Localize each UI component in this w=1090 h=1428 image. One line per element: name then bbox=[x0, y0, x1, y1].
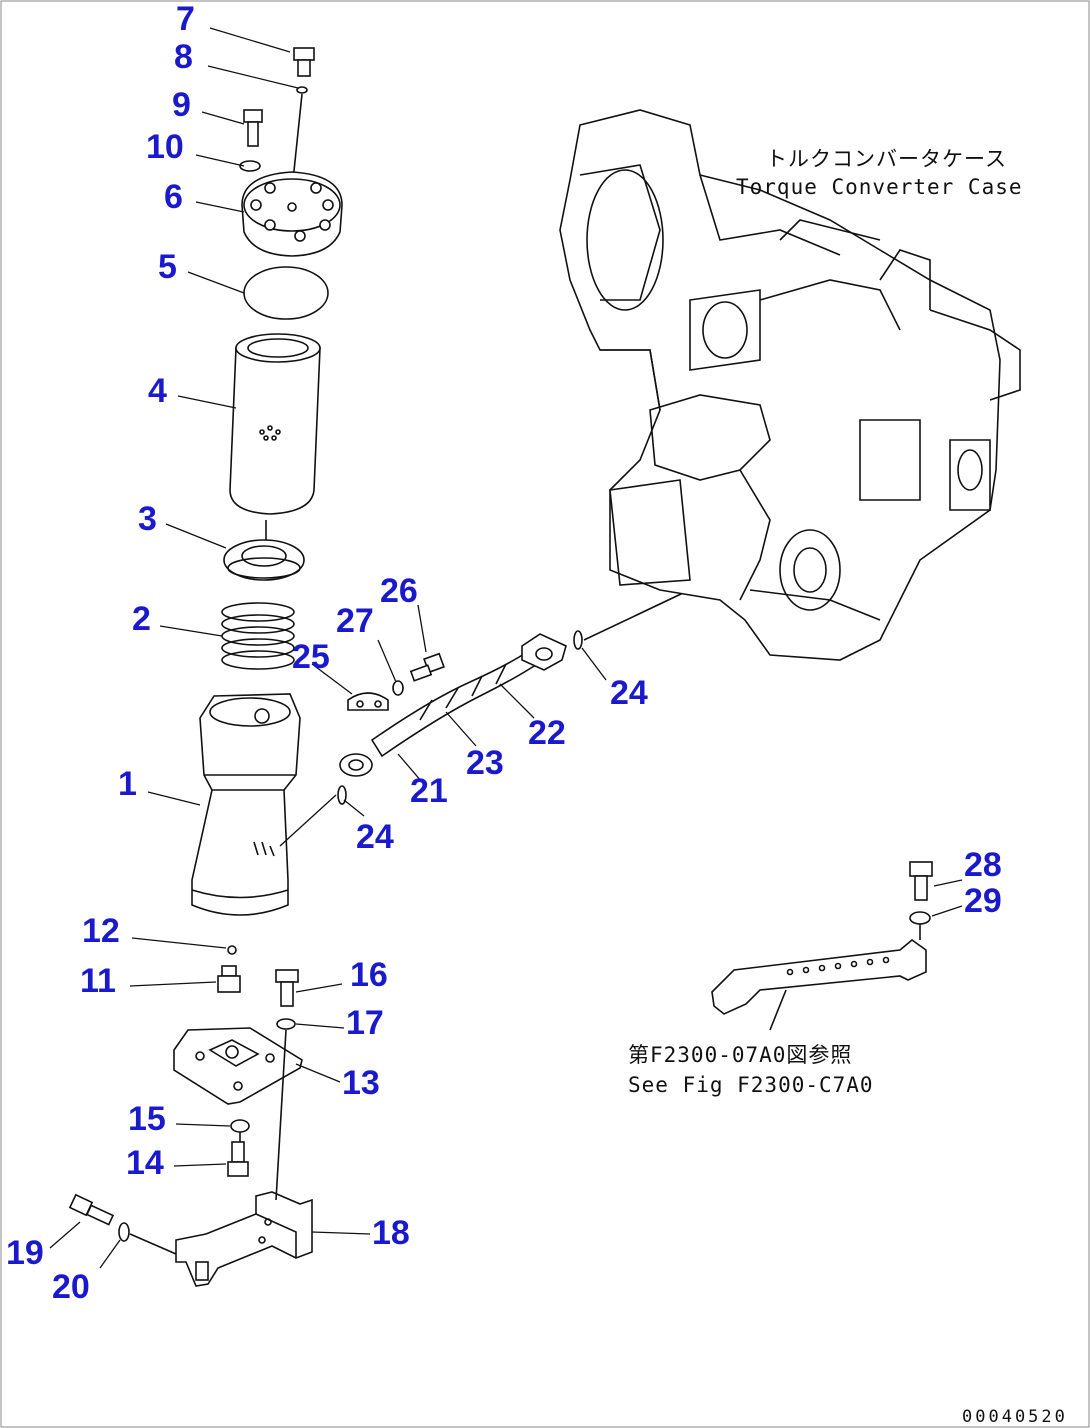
ring-part-12 bbox=[227, 945, 237, 955]
callout-10: 10 bbox=[146, 128, 184, 166]
callout-24-upper: 24 bbox=[610, 674, 648, 712]
hose-fitting-part-22-flange bbox=[521, 633, 567, 671]
callout-24-lower: 24 bbox=[356, 818, 394, 856]
see-fig-label-jp: 第F2300-07A0図参照 bbox=[628, 1043, 852, 1067]
callout-21: 21 bbox=[410, 772, 448, 810]
washer-part-10 bbox=[239, 160, 261, 172]
torque-converter-case bbox=[559, 109, 1021, 661]
callout-16: 16 bbox=[350, 956, 388, 994]
o-ring-part-24b bbox=[573, 630, 583, 650]
callout-15: 15 bbox=[128, 1100, 166, 1138]
callout-26: 26 bbox=[380, 572, 418, 610]
callout-2: 2 bbox=[132, 600, 151, 638]
bolt-part-28 bbox=[909, 861, 933, 901]
filter-case-part-1 bbox=[191, 693, 301, 916]
leader-lines bbox=[49, 27, 963, 1269]
callout-labels: 7 8 9 10 6 5 4 3 2 1 26 27 25 22 23 21 2… bbox=[6, 0, 1002, 1306]
callout-9: 9 bbox=[172, 86, 191, 124]
bolt-part-26 bbox=[409, 652, 445, 682]
ring-part-8 bbox=[296, 86, 308, 94]
bolt-part-16 bbox=[275, 969, 299, 1007]
washer-part-20 bbox=[118, 1222, 130, 1242]
callout-29: 29 bbox=[964, 882, 1002, 920]
plate-part-13 bbox=[173, 1027, 303, 1105]
bolt-part-19 bbox=[68, 1193, 115, 1226]
bolt-part-7 bbox=[293, 47, 315, 77]
spring-part-2 bbox=[221, 602, 295, 670]
callout-27: 27 bbox=[336, 602, 374, 640]
see-fig-label-en: See Fig F2300-C7A0 bbox=[628, 1073, 874, 1097]
valve-part-3 bbox=[223, 520, 305, 581]
callout-5: 5 bbox=[158, 248, 177, 286]
callout-13: 13 bbox=[342, 1064, 380, 1102]
callout-8: 8 bbox=[174, 38, 193, 76]
torque-case-label-en: Torque Converter Case bbox=[736, 175, 1023, 199]
filter-cover-part-6 bbox=[241, 171, 343, 257]
stay-bracket bbox=[711, 938, 927, 1015]
hose-part-22 bbox=[370, 648, 542, 758]
hose-fitting-part-21 bbox=[339, 753, 373, 777]
callout-25: 25 bbox=[292, 638, 330, 676]
callout-7: 7 bbox=[176, 0, 195, 38]
callout-19: 19 bbox=[6, 1234, 44, 1272]
callout-3: 3 bbox=[138, 500, 157, 538]
plug-part-11 bbox=[217, 965, 241, 993]
bolt-part-9 bbox=[243, 109, 263, 147]
callout-6: 6 bbox=[164, 178, 183, 216]
callout-20: 20 bbox=[52, 1268, 90, 1306]
drawing-code: 00040520 bbox=[962, 1407, 1068, 1427]
callout-22: 22 bbox=[528, 714, 566, 752]
bracket-part-18 bbox=[175, 1191, 313, 1287]
callout-18: 18 bbox=[372, 1214, 410, 1252]
washer-part-17 bbox=[276, 1018, 296, 1030]
callout-1: 1 bbox=[118, 765, 137, 803]
callout-11: 11 bbox=[80, 962, 116, 1000]
clamp-part-25 bbox=[347, 692, 389, 711]
o-ring-part-24a bbox=[337, 785, 347, 805]
callout-4: 4 bbox=[148, 372, 167, 410]
callout-28: 28 bbox=[964, 846, 1002, 884]
filter-element-part-4 bbox=[229, 333, 321, 515]
washer-part-15 bbox=[230, 1119, 250, 1133]
callout-14: 14 bbox=[126, 1144, 164, 1182]
callout-12: 12 bbox=[82, 912, 120, 950]
torque-case-label-jp: トルクコンバータケース bbox=[766, 147, 1007, 171]
o-ring-part-5 bbox=[243, 266, 329, 320]
callout-23: 23 bbox=[466, 744, 504, 782]
bolt-part-14 bbox=[227, 1141, 249, 1177]
washer-part-27 bbox=[392, 680, 404, 696]
washer-part-29 bbox=[909, 911, 931, 925]
callout-17: 17 bbox=[346, 1004, 384, 1042]
